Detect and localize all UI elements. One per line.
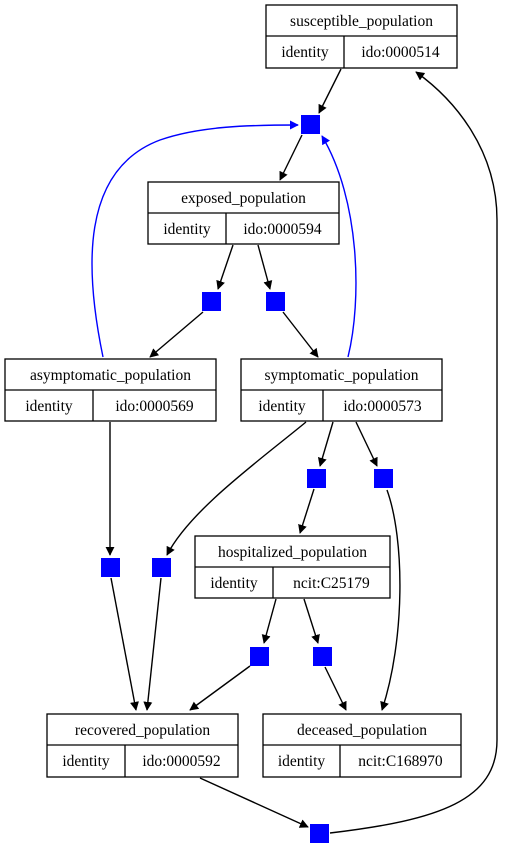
transition-t3 — [266, 292, 285, 311]
transition-t1 — [301, 115, 320, 134]
node-title: asymptomatic_population — [30, 367, 191, 384]
edge-symptomatic-to-t6 — [317, 421, 334, 467]
edge-t8-to-recovered — [189, 665, 251, 711]
transition-t10 — [310, 824, 329, 843]
node-key: identity — [210, 575, 258, 592]
node-deceased-population: deceased_population identity ncit:C16897… — [262, 713, 462, 778]
node-title: symptomatic_population — [264, 367, 418, 384]
node-value: ncit:C168970 — [358, 753, 443, 770]
edge-exposed-to-t3 — [257, 244, 273, 290]
node-key: identity — [62, 753, 110, 770]
edge-hospitalized-to-t9 — [303, 598, 320, 644]
transition-t5 — [152, 558, 171, 577]
node-exposed-population: exposed_population identity ido:0000594 — [147, 181, 340, 245]
edge-susceptible-to-t1 — [318, 68, 342, 114]
transition-t8 — [250, 647, 269, 666]
edge-symptomatic-to-t7 — [355, 421, 378, 467]
node-title: exposed_population — [181, 190, 306, 207]
transition-t4 — [101, 558, 120, 577]
node-symptomatic-population: symptomatic_population identity ido:0000… — [240, 358, 443, 422]
transition-t7 — [374, 469, 393, 488]
node-title: hospitalized_population — [218, 544, 367, 561]
node-value: ido:0000573 — [343, 398, 422, 415]
node-asymptomatic-population: asymptomatic_population identity ido:000… — [4, 358, 217, 422]
edge-exposed-to-t2 — [216, 244, 234, 290]
node-value: ido:0000594 — [243, 221, 322, 238]
transitions — [101, 115, 393, 843]
edge-t6-to-hospitalized — [298, 488, 315, 534]
edge-t4-to-recovered — [110, 577, 139, 711]
node-value: ido:0000569 — [115, 398, 194, 415]
node-title: recovered_population — [75, 722, 210, 739]
node-recovered-population: recovered_population identity ido:000059… — [46, 713, 239, 778]
node-value: ido:0000514 — [361, 44, 440, 61]
edges — [91, 68, 498, 834]
node-title: susceptible_population — [290, 13, 433, 30]
edge-recovered-to-t10 — [199, 777, 309, 828]
node-value: ido:0000592 — [142, 753, 220, 770]
edge-t1-to-exposed — [279, 134, 303, 181]
node-key: identity — [163, 221, 211, 238]
transition-t9 — [313, 647, 332, 666]
node-value: ncit:C25179 — [293, 575, 370, 592]
control-edge-symptomatic-to-t1 — [321, 135, 357, 358]
edge-t10-to-susceptible — [329, 71, 498, 834]
transition-t2 — [202, 292, 221, 311]
edge-hospitalized-to-t8 — [261, 598, 277, 644]
node-susceptible-population: susceptible_population identity ido:0000… — [265, 4, 458, 69]
edge-t5-to-recovered — [143, 577, 162, 711]
node-title: deceased_population — [297, 722, 427, 739]
edge-t3-to-symptomatic — [282, 311, 319, 358]
node-key: identity — [281, 44, 329, 61]
node-key: identity — [258, 398, 306, 415]
node-hospitalized-population: hospitalized_population identity ncit:C2… — [194, 535, 391, 599]
transition-t6 — [307, 469, 326, 488]
edge-t7-to-deceased — [380, 489, 401, 711]
edge-symptomatic-to-t5 — [166, 421, 307, 556]
edge-t9-to-deceased — [324, 666, 347, 711]
node-key: identity — [25, 398, 73, 415]
edge-t2-to-asymptomatic — [149, 311, 204, 358]
node-key: identity — [278, 753, 326, 770]
control-edge-asymptomatic-to-t1 — [91, 120, 299, 358]
